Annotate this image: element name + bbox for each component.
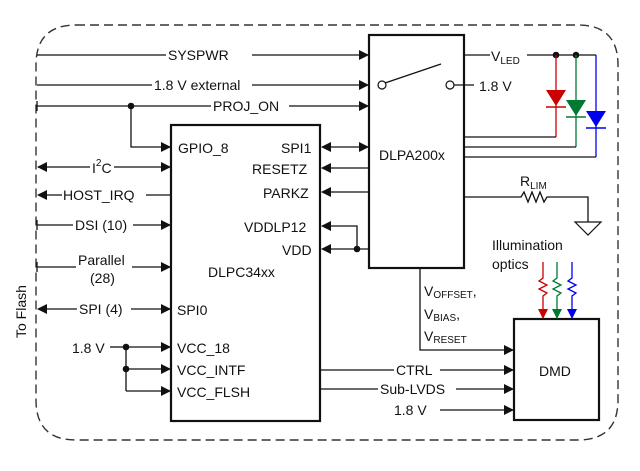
proj-on-gpio-wire: [130, 106, 171, 152]
to-flash-label: To Flash: [13, 285, 29, 338]
pin-vddlp12: VDDLP12: [244, 219, 306, 235]
dmd-block: [512, 317, 601, 422]
pin-vcc-flsh: VCC_FLSH: [177, 384, 250, 400]
vddlp12-wire: [321, 221, 358, 249]
proj-on-label: PROJ_ON: [213, 98, 279, 114]
blue-light-path: [566, 262, 578, 319]
ctrl-label: CTRL: [396, 362, 433, 378]
blue-led: [464, 55, 606, 158]
vreset-label: VRESET: [424, 328, 467, 346]
syspwr-label: SYSPWR: [168, 47, 229, 63]
system-boundary: [35, 24, 619, 441]
switch-arm: [384, 63, 442, 84]
voffset-label: VOFFSET,: [424, 283, 477, 301]
dmd-label: DMD: [539, 363, 571, 379]
red-led: [464, 55, 566, 138]
green-led: [464, 55, 586, 148]
ext-18v-label: 1.8 V external: [154, 77, 240, 93]
rlim-label: RLIM: [520, 173, 547, 192]
illumination-label-line2: optics: [492, 256, 529, 272]
dlpc34xx-label: DLPC34xx: [208, 264, 275, 280]
pin-vcc18: VCC_18: [177, 340, 230, 356]
parallel-label-line2: (28): [90, 270, 115, 286]
sub-lvds-label: Sub-LVDS: [380, 381, 445, 397]
i2c-label: I2C: [92, 158, 112, 176]
pin-spi0: SPI0: [177, 302, 208, 318]
illumination-label-line1: Illumination: [492, 237, 563, 253]
vled-label: VLED: [491, 48, 520, 67]
rlim-resistor: [464, 190, 603, 236]
pin-vdd: VDD: [282, 242, 312, 258]
dmd-18v-label: 1.8 V: [394, 402, 427, 418]
pin-spi1: SPI1: [281, 140, 312, 156]
vbias-label: VBIAS,: [424, 306, 460, 324]
dsi-label: DSI (10): [75, 217, 127, 233]
pin-resetz: RESETZ: [252, 161, 308, 177]
dmd-voltage-rails-wire: [419, 268, 514, 355]
vdd-junction: [353, 245, 361, 253]
pin-vcc-intf: VCC_INTF: [177, 362, 245, 378]
red-light-path: [537, 262, 549, 319]
switch-output-terminal: [445, 80, 455, 90]
ground-icon: [573, 221, 603, 236]
green-light-path: [551, 262, 563, 319]
dlpa200x-block: [367, 33, 466, 270]
supply-18v-label: 1.8 V: [72, 340, 105, 356]
parallel-label-line1: Parallel: [78, 252, 125, 268]
dlpa-18v-output-label: 1.8 V: [479, 78, 512, 94]
host-irq-label: HOST_IRQ: [63, 187, 135, 203]
switch-input-terminal: [377, 80, 387, 90]
pin-parkz: PARKZ: [263, 185, 309, 201]
spi-label: SPI (4): [79, 301, 123, 317]
pin-gpio8: GPIO_8: [178, 140, 229, 156]
dlpc34xx-block: [169, 123, 322, 423]
dlpa200x-label: DLPA200x: [379, 147, 445, 163]
